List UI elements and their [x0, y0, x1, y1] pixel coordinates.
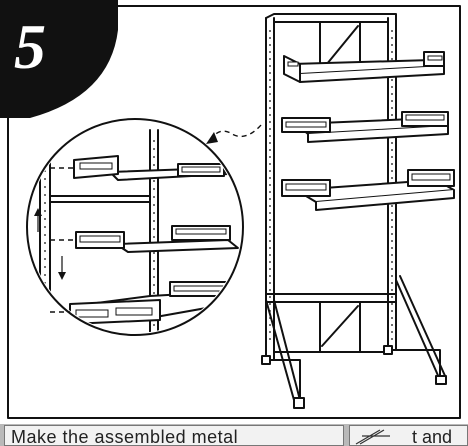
arrow-up-icon: [34, 208, 42, 216]
detail-pointer: [209, 123, 263, 141]
left-leg: [265, 299, 301, 401]
detail-magnifier: [26, 118, 244, 336]
shelf-middle: [281, 111, 449, 143]
right-leg: [395, 275, 447, 381]
step-badge-shape: [0, 0, 118, 118]
arrow-down-icon: [58, 272, 66, 280]
pointer-arrowhead-icon: [206, 132, 218, 144]
caption-next-panel: t and: [349, 425, 468, 446]
step-number: 5: [14, 11, 46, 82]
caption-next-text: t and: [412, 427, 453, 446]
shelf-top: [283, 51, 445, 83]
panel-border: [7, 5, 461, 419]
caption-next-thumbnail-icon: [355, 429, 390, 445]
caption-text: Make the assembled metal: [4, 425, 344, 446]
caption-bar: Make the assembled metal t and: [0, 424, 468, 446]
shelf-lower: [281, 169, 455, 211]
shelf-unit: [261, 13, 455, 409]
